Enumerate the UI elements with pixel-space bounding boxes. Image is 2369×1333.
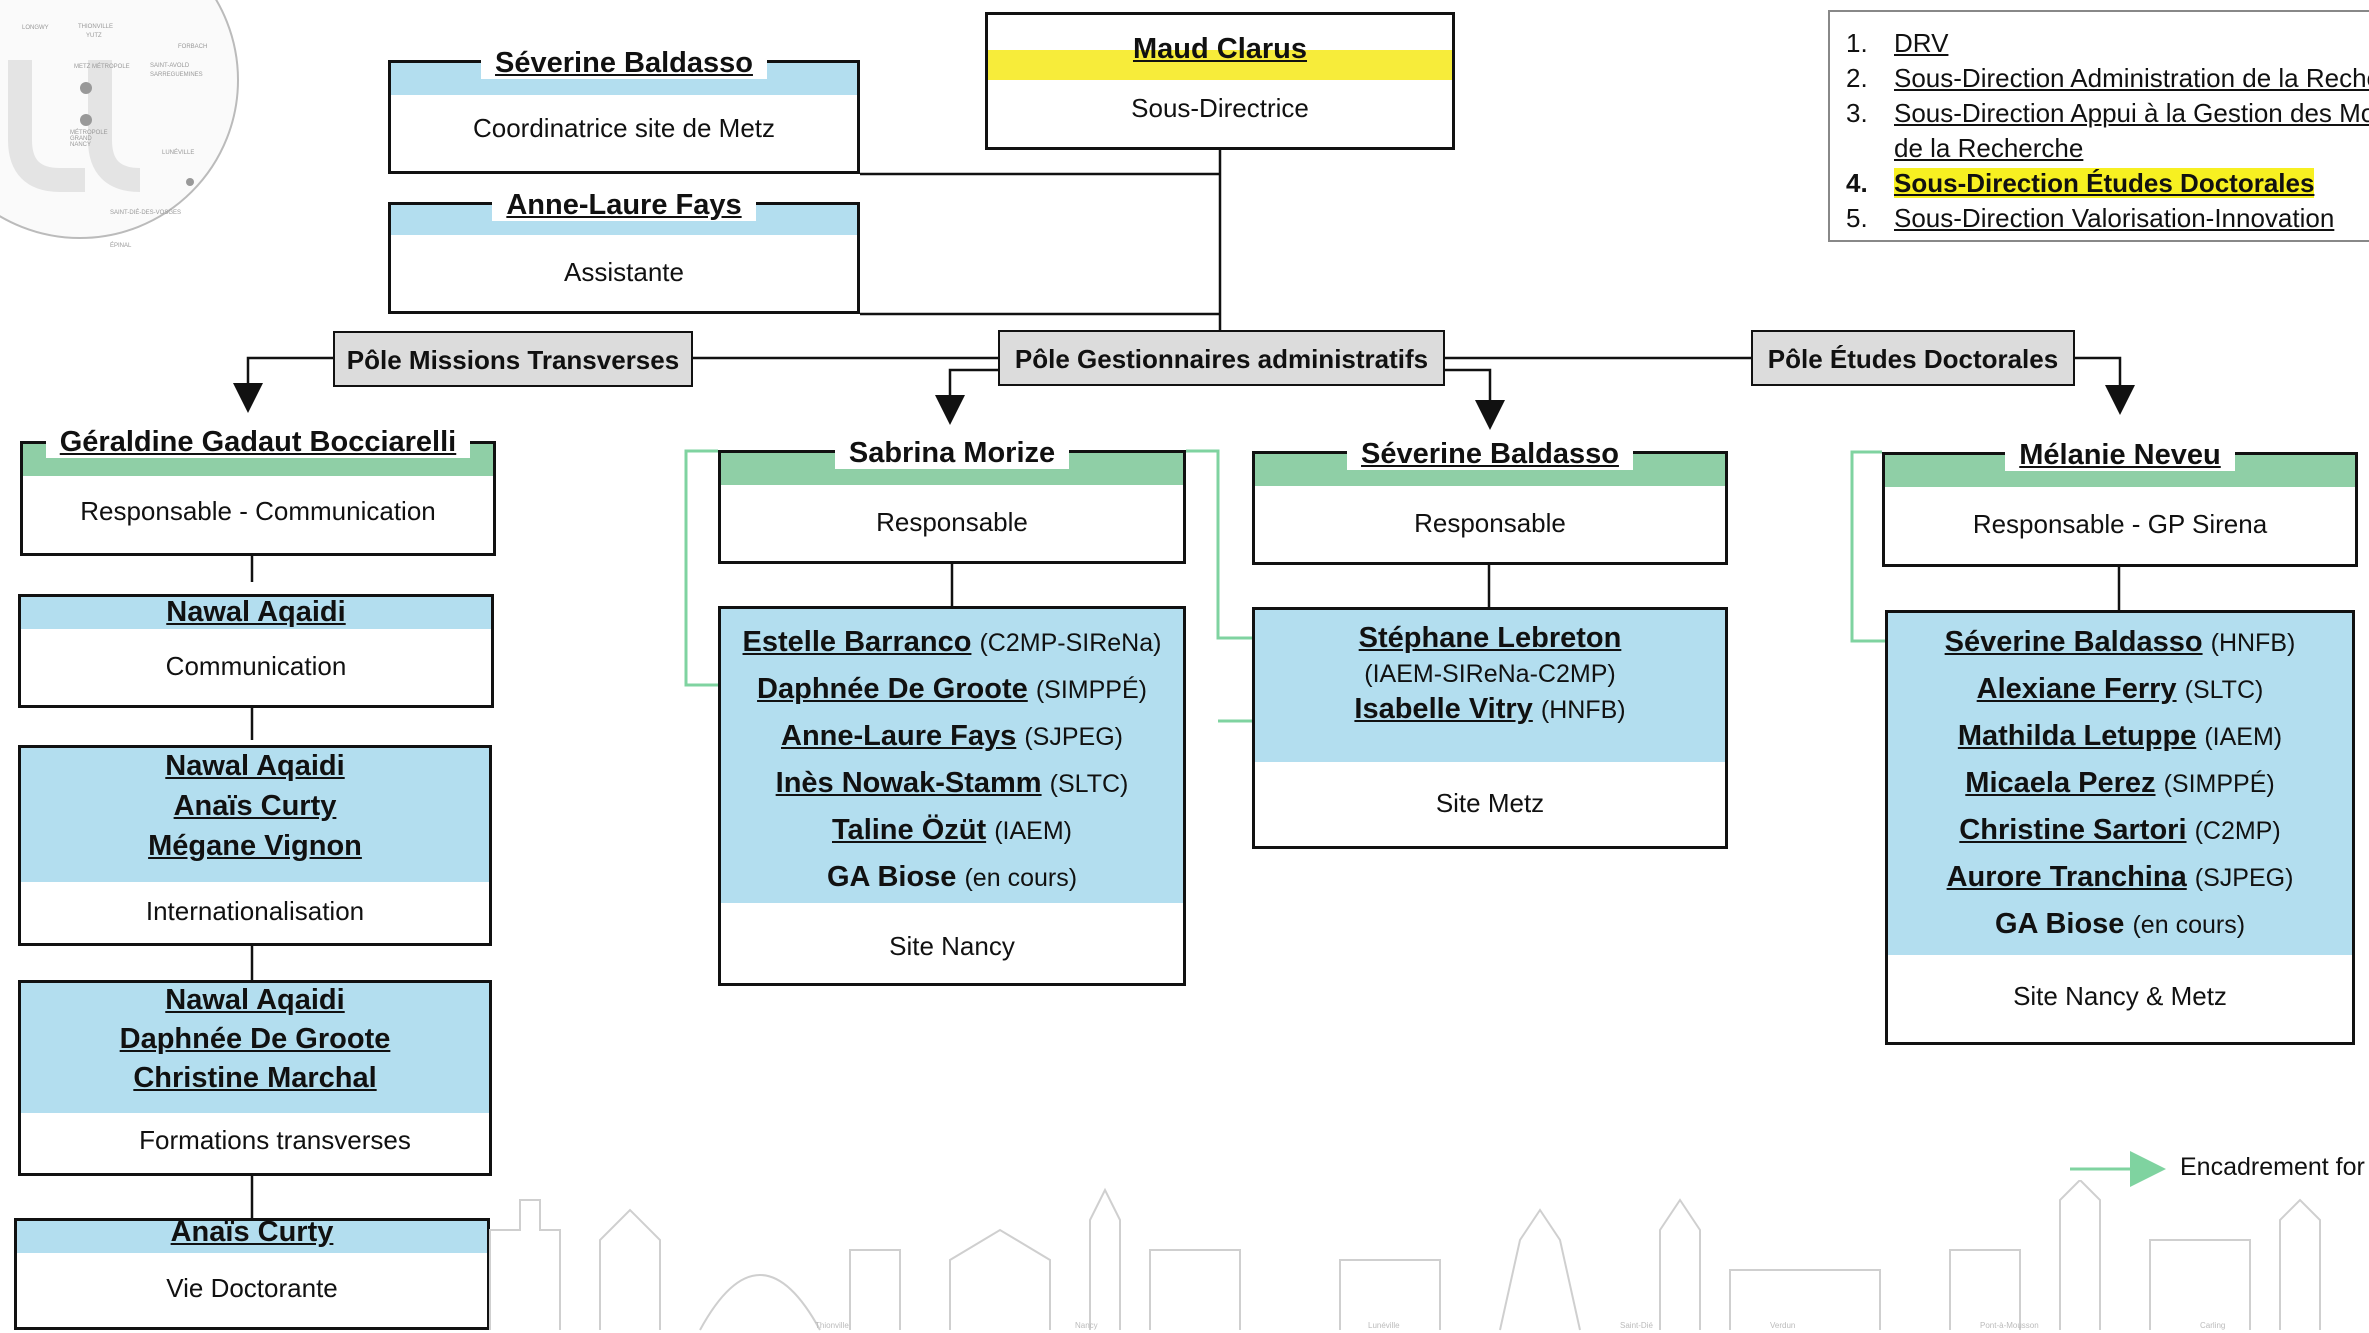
assistant-role: Assistante xyxy=(564,257,684,287)
missions-head-box: Géraldine Gadaut Bocciarelli Responsable… xyxy=(20,426,496,556)
director-role: Sous-Directrice xyxy=(1131,93,1309,123)
team-member: Alexiane Ferry (SLTC) xyxy=(1976,673,2264,705)
nancy-head-name: Sabrina Morize xyxy=(834,437,1070,469)
director-box: Maud Clarus Sous-Directrice xyxy=(985,12,1455,150)
pole-etudes-doctorales: Pôle Études Doctorales xyxy=(1751,330,2075,386)
assistant-box: Anne-Laure Fays Assistante xyxy=(388,189,860,314)
legend-item: 1.DRV xyxy=(1846,28,1949,58)
skyline-caption: Saint-Dié xyxy=(1620,1321,1653,1330)
map-label: METZ MÉTROPOLE xyxy=(74,64,130,70)
coordinator-role: Coordinatrice site de Metz xyxy=(472,113,776,143)
team-member: Mathilda Letuppe (IAEM) xyxy=(1957,720,2283,752)
pole-missions-transverses: Pôle Missions Transverses xyxy=(333,331,693,387)
skyline-caption: Lunéville xyxy=(1368,1321,1400,1330)
map-circle-icon xyxy=(0,0,239,239)
team-member: Séverine Baldasso (HNFB) xyxy=(1944,626,2296,658)
coordinator-name: Séverine Baldasso xyxy=(481,47,767,79)
legend-item: de la Recherche xyxy=(1894,133,2084,163)
metz-head-role: Responsable xyxy=(1414,508,1566,538)
team-member: Stéphane Lebreton xyxy=(1358,622,1622,654)
team-member: Christine Sartori (C2MP) xyxy=(1959,814,2281,846)
map-label: SAINT-DIÉ-DES-VOSGES xyxy=(110,210,182,216)
metz-site-label: Site Metz xyxy=(1435,788,1545,818)
skyline-caption: Nancy xyxy=(1075,1321,1098,1330)
vie-doctorante-box: Anaïs Curty Vie Doctorante xyxy=(14,1216,490,1330)
nancy-head-box: Sabrina Morize Responsable xyxy=(718,437,1186,564)
doctorales-site-label: Site Nancy & Metz xyxy=(2013,981,2227,1011)
map-label: ÉPINAL xyxy=(110,243,132,249)
skyline-caption: Pont-à-Mousson xyxy=(1980,1321,2039,1330)
vie-doctorante-role: Vie Doctorante xyxy=(166,1273,338,1303)
metz-team-box: Stéphane Lebreton (IAEM-SIReNa-C2MP) Isa… xyxy=(1252,607,1728,849)
internationalisation-role: Internationalisation xyxy=(145,896,365,926)
team-member: Estelle Barranco (C2MP-SIReNa) xyxy=(742,626,1162,658)
person-name: Nawal Aqaidi xyxy=(165,984,345,1016)
internationalisation-box: Nawal Aqaidi Anaïs Curty Mégane Vignon I… xyxy=(18,745,492,946)
metz-head-name: Séverine Baldasso xyxy=(1347,438,1633,470)
map-label: THIONVILLE xyxy=(78,24,114,30)
team-member: Aurore Tranchina (SJPEG) xyxy=(1946,861,2294,893)
metz-head-box: Séverine Baldasso Responsable xyxy=(1252,438,1728,565)
legend-item: 2.Sous-Direction Administration de la Re… xyxy=(1846,63,2369,93)
map-label: SAINT-AVOLD xyxy=(150,63,190,69)
skyline-caption: Carling xyxy=(2200,1321,2225,1330)
nancy-head-role: Responsable xyxy=(876,507,1028,537)
legend-item-active: 4.Sous-Direction Études Doctorales xyxy=(1846,168,2315,198)
missions-head-role: Responsable - Communication xyxy=(80,496,436,526)
map-label: MÉTROPOLE GRAND NANCY xyxy=(70,130,108,148)
person-name: Anaïs Curty xyxy=(170,1216,334,1248)
person-name: Mégane Vignon xyxy=(148,830,362,862)
person-name: Nawal Aqaidi xyxy=(166,596,346,628)
person-name: Daphnée De Groote xyxy=(119,1023,391,1055)
map-label: LONGWY xyxy=(22,25,49,31)
team-member: Taline Özüt (IAEM) xyxy=(832,814,1072,846)
assistant-name: Anne-Laure Fays xyxy=(492,189,756,221)
region-map-logo: LONGWY THIONVILLE YUTZ FORBACH METZ MÉTR… xyxy=(0,0,250,260)
map-label: SARREGUEMINES xyxy=(150,72,203,78)
doctorales-head-name: Mélanie Neveu xyxy=(2005,439,2235,471)
team-member-tag: (IAEM-SIReNa-C2MP) xyxy=(1364,660,1616,688)
skyline-caption: Verdun xyxy=(1770,1321,1795,1330)
map-label: FORBACH xyxy=(178,44,208,50)
communication-box: Nawal Aqaidi Communication xyxy=(18,594,494,708)
team-member: Daphnée De Groote (SIMPPÉ) xyxy=(757,673,1147,705)
map-label: LUNÉVILLE xyxy=(162,150,195,156)
pole-gestionnaires-administratifs: Pôle Gestionnaires administratifs xyxy=(998,330,1445,386)
formations-box: Nawal Aqaidi Daphnée De Groote Christine… xyxy=(18,980,492,1176)
team-member: Inès Nowak-Stamm (SLTC) xyxy=(775,767,1129,799)
map-label: YUTZ xyxy=(86,33,102,39)
nancy-site-label: Site Nancy xyxy=(889,931,1015,961)
legend-item: 3.Sous-Direction Appui à la Gestion des … xyxy=(1846,98,2369,128)
doctorales-head-role: Responsable - GP Sirena xyxy=(1972,509,2268,539)
team-member: Anne-Laure Fays (SJPEG) xyxy=(781,720,1123,752)
doctorales-team-box: Séverine Baldasso (HNFB) Alexiane Ferry … xyxy=(1885,610,2355,1045)
coordinator-box: Séverine Baldasso Coordinatrice site de … xyxy=(388,47,860,174)
team-member: Micaela Perez (SIMPPÉ) xyxy=(1965,767,2275,799)
city-skyline-illustration: Thionville Nancy Lunéville Saint-Dié Ver… xyxy=(489,1180,2321,1331)
communication-role: Communication xyxy=(165,651,347,681)
person-name: Christine Marchal xyxy=(133,1062,377,1094)
director-name: Maud Clarus xyxy=(1132,33,1308,65)
team-member: Isabelle Vitry (HNFB) xyxy=(1354,693,1626,725)
nancy-team-box: Estelle Barranco (C2MP-SIReNa) Daphnée D… xyxy=(718,606,1186,986)
doctorales-head-box: Mélanie Neveu Responsable - GP Sirena xyxy=(1882,439,2358,567)
skyline-caption: Thionville xyxy=(815,1321,849,1330)
team-member: GA Biose (en cours) xyxy=(1994,908,2246,940)
missions-head-name: Géraldine Gadaut Bocciarelli xyxy=(45,426,471,458)
subdirection-legend: 1.DRV 2.Sous-Direction Administration de… xyxy=(1828,10,2369,242)
legend-item: 5.Sous-Direction Valorisation-Innovation xyxy=(1846,203,2335,233)
team-member: GA Biose (en cours) xyxy=(826,861,1078,893)
formations-role: Formations transverses xyxy=(139,1125,411,1155)
person-name: Anaïs Curty xyxy=(173,790,337,822)
green-arrow-legend-label: Encadrement for xyxy=(2180,1153,2365,1181)
person-name: Nawal Aqaidi xyxy=(165,750,345,782)
